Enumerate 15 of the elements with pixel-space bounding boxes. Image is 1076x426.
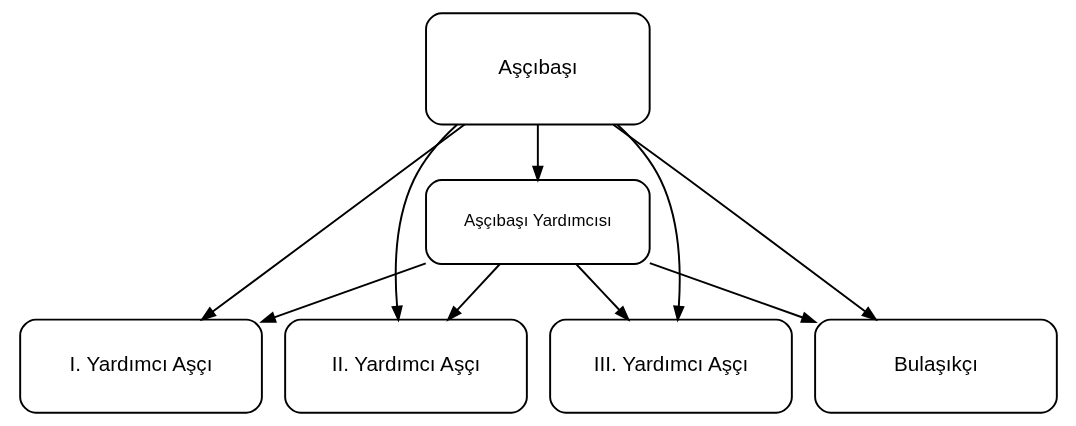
arrow	[199, 123, 466, 322]
arrow	[648, 262, 818, 323]
arrow	[574, 263, 630, 322]
node-box: II. Yardımcı Aşçı	[283, 318, 528, 414]
node-box: Aşçıbaşı	[424, 12, 651, 126]
arrow	[611, 123, 878, 322]
node-box: I. Yardımcı Aşçı	[18, 318, 263, 414]
arrow	[258, 262, 427, 323]
node-box: Bulaşıkçı	[813, 318, 1058, 414]
arrow	[390, 123, 458, 323]
arrow	[445, 263, 501, 322]
arrow	[531, 123, 544, 183]
node-box: III. Yardımcı Aşçı	[548, 318, 793, 414]
arrow	[616, 123, 685, 323]
node-box: Aşçıbaşı Yardımcısı	[424, 179, 651, 266]
